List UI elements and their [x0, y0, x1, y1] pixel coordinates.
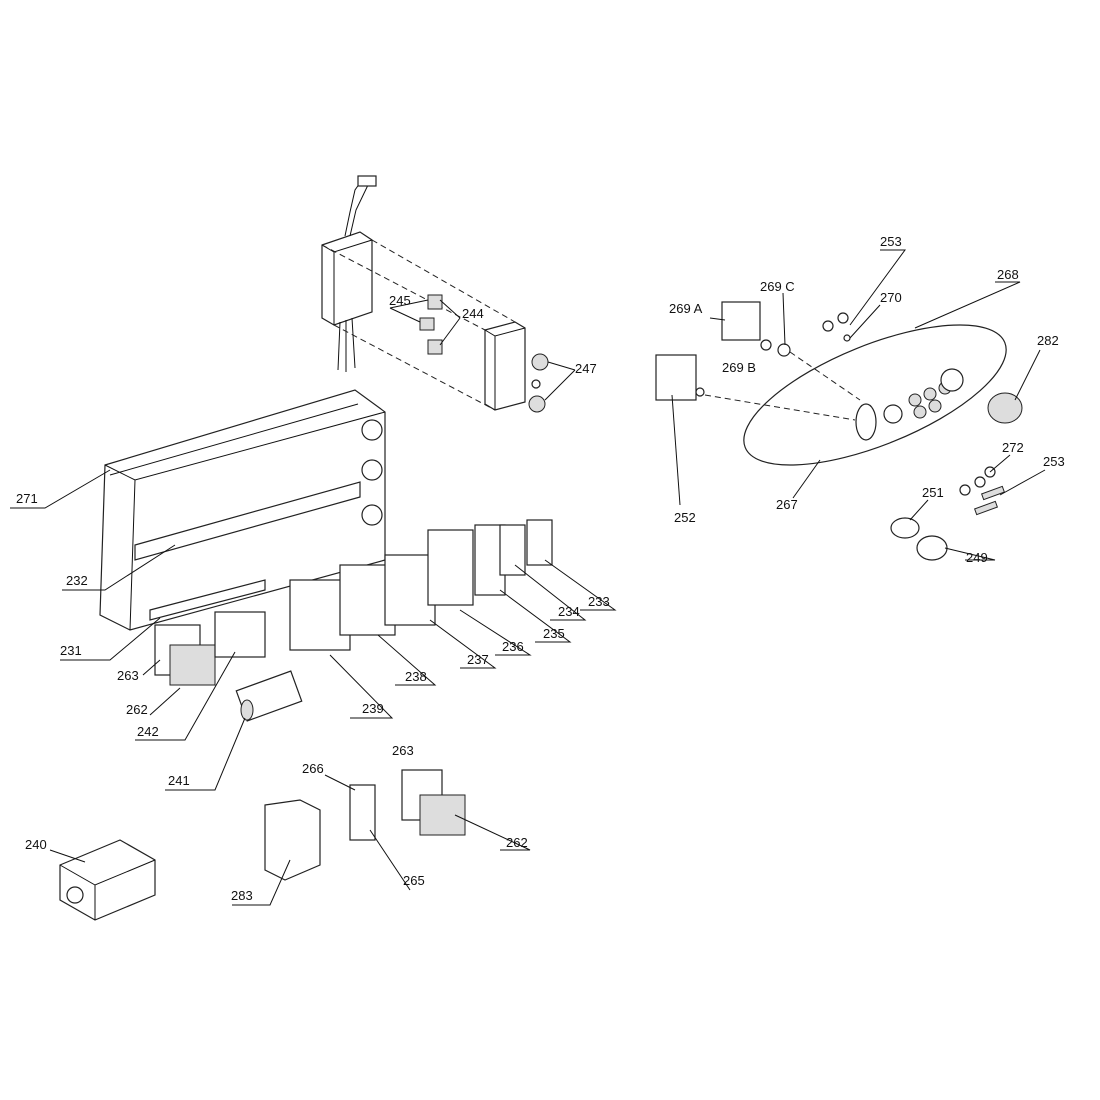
callout-240: 240	[25, 837, 47, 852]
callout-251: 251	[922, 485, 944, 500]
callout-266: 266	[302, 761, 324, 776]
callout-253: 253	[880, 234, 902, 249]
callout-253b: 253	[1043, 454, 1065, 469]
callout-269a: 269 A	[669, 301, 703, 316]
callout-239: 239	[362, 701, 384, 716]
din-rail-231	[149, 579, 266, 621]
knob-282	[987, 392, 1023, 424]
din-rail-232	[134, 481, 361, 561]
callout-247: 247	[575, 361, 597, 376]
callout-238: 238	[405, 669, 427, 684]
callout-263: 263	[117, 668, 139, 683]
module-283	[264, 799, 321, 881]
callout-232: 232	[66, 573, 88, 588]
callout-270: 270	[880, 290, 902, 305]
callout-265: 265	[403, 873, 425, 888]
switch-269	[655, 301, 791, 401]
callout-234: 234	[558, 604, 580, 619]
callout-269b: 269 B	[722, 360, 756, 375]
callout-245: 245	[389, 293, 411, 308]
leader-lines	[10, 249, 1046, 906]
callout-237: 237	[467, 652, 489, 667]
callout-252: 252	[674, 510, 696, 525]
module-262-263	[401, 769, 466, 836]
callout-236: 236	[502, 639, 524, 654]
callout-271: 271	[16, 491, 38, 506]
callout-282: 282	[1037, 333, 1059, 348]
callout-263b: 263	[392, 743, 414, 758]
callout-269c: 269 C	[760, 279, 795, 294]
callout-262: 262	[126, 702, 148, 717]
callout-283: 283	[231, 888, 253, 903]
modules	[154, 519, 553, 722]
callout-249: 249	[966, 550, 988, 565]
callout-233: 233	[588, 594, 610, 609]
callout-242: 242	[137, 724, 159, 739]
callout-268: 268	[997, 267, 1019, 282]
transformer-box	[321, 175, 377, 372]
callout-241: 241	[168, 773, 190, 788]
callout-262b: 262	[506, 835, 528, 850]
small-terminals	[419, 294, 443, 355]
relay-240	[59, 839, 156, 921]
callout-231: 231	[60, 643, 82, 658]
callout-267: 267	[776, 497, 798, 512]
callout-272: 272	[1002, 440, 1024, 455]
terminal-plate	[484, 321, 526, 411]
control-panel-267	[743, 324, 1007, 466]
small-parts	[822, 312, 1006, 561]
callout-labels: 245 244 247 271 232 231 263 262 242 241 …	[16, 234, 1065, 903]
callout-235: 235	[543, 626, 565, 641]
callout-244: 244	[462, 306, 484, 321]
knobs-247	[528, 353, 549, 413]
